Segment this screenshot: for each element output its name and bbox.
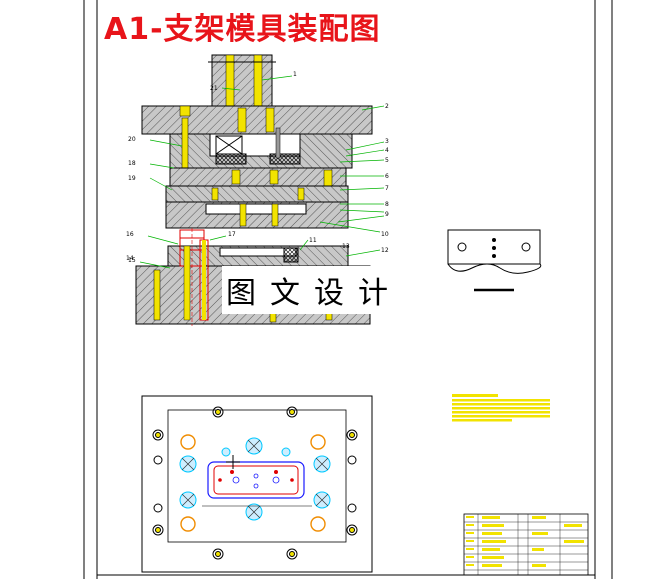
part-label-7: 7 <box>385 185 389 192</box>
part-label-1: 1 <box>293 71 297 78</box>
part-number-labels: 1 2 3 4 5 6 7 8 9 10 11 12 13 14 15 16 1… <box>126 71 389 264</box>
plan-view <box>141 395 373 573</box>
part-label-9: 9 <box>385 211 389 218</box>
part-label-11: 11 <box>309 237 317 244</box>
part-label-12: 12 <box>381 247 389 254</box>
part-label-17: 17 <box>228 231 236 238</box>
part-label-21: 21 <box>210 85 218 92</box>
part-label-19: 19 <box>128 175 136 182</box>
part-label-16: 16 <box>126 231 134 238</box>
watermark-text: 图文设计 <box>222 266 430 314</box>
assembly-section-view <box>135 54 373 326</box>
part-label-20: 20 <box>128 136 136 143</box>
part-label-8: 8 <box>385 201 389 208</box>
part-leaders <box>139 75 385 269</box>
part-label-18: 18 <box>128 160 136 167</box>
technical-notes <box>452 394 550 422</box>
part-label-14: 14 <box>126 255 134 262</box>
part-label-4: 4 <box>385 147 389 154</box>
drawing-frame <box>83 0 613 579</box>
part-label-13: 13 <box>342 243 350 250</box>
part-label-3: 3 <box>385 138 389 145</box>
part-label-2: 2 <box>385 103 389 110</box>
part-label-5: 5 <box>385 157 389 164</box>
workpiece-detail-view <box>447 229 542 292</box>
part-label-15: 15 <box>128 257 136 264</box>
part-label-6: 6 <box>385 173 389 180</box>
drawing-title: A1-支架模具装配图 <box>104 12 381 47</box>
parts-list-table <box>463 513 589 576</box>
part-label-10: 10 <box>381 231 389 238</box>
